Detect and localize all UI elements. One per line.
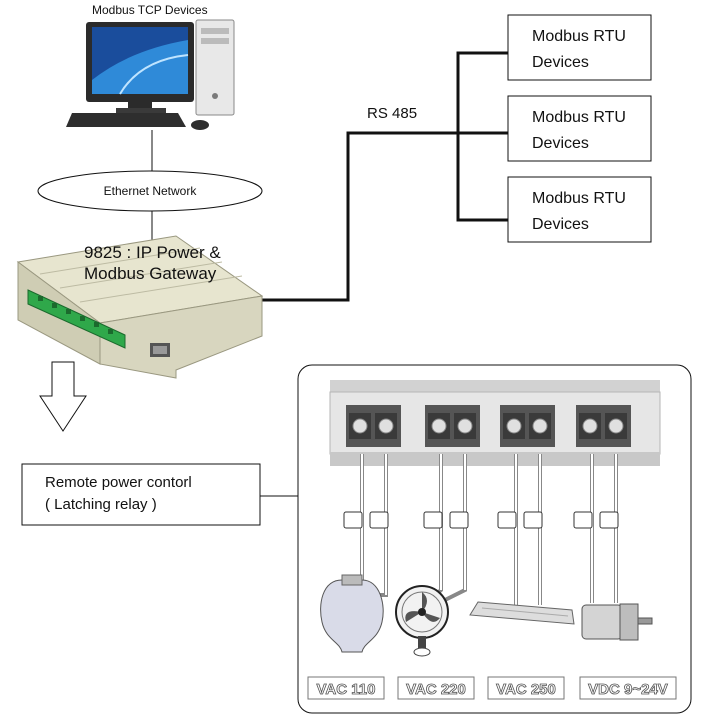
relay-terminal-panel: VAC 110 VAC 220 VAC 250 VDC 9~24V — [297, 364, 692, 714]
light-bulb-icon — [320, 574, 384, 653]
gateway-device-icon — [16, 235, 264, 379]
voltage-label-text: VDC 9~24V — [588, 681, 668, 698]
rtu-device-box: Modbus RTU Devices — [507, 95, 652, 162]
terminal-block — [576, 405, 631, 447]
rtu-device-label-line1: Modbus RTU — [532, 28, 626, 45]
voltage-label: VDC 9~24V — [579, 676, 677, 700]
remote-power-box: Remote power contorl ( Latching relay ) — [21, 463, 261, 526]
ethernet-network-label: Ethernet Network — [104, 184, 198, 198]
voltage-label-text: VAC 220 — [406, 681, 466, 698]
voltage-label-text: VAC 110 — [317, 681, 376, 698]
terminal-block — [346, 405, 401, 447]
rtu-device-box: Modbus RTU Devices — [507, 176, 652, 243]
rs485-label: RS 485 — [367, 105, 417, 122]
rtu-device-label-line2: Devices — [532, 216, 589, 233]
voltage-label: VAC 220 — [397, 676, 475, 700]
gateway-label-line1: 9825 : IP Power & — [84, 243, 221, 262]
fan-icon — [395, 585, 449, 657]
lamp-tube-icon — [469, 601, 575, 625]
rtu-device-label-line1: Modbus RTU — [532, 109, 626, 126]
motor-icon — [581, 603, 653, 641]
terminal-block — [425, 405, 480, 447]
remote-power-label-line2: ( Latching relay ) — [45, 496, 157, 513]
plug-connector-icon — [343, 511, 619, 529]
down-arrow-icon — [39, 361, 87, 432]
pc-label: Modbus TCP Devices — [92, 3, 208, 17]
voltage-label-text: VAC 250 — [496, 681, 556, 698]
voltage-label: VAC 250 — [487, 676, 565, 700]
connector-lines — [151, 51, 508, 497]
remote-power-label-line1: Remote power contorl — [45, 474, 192, 491]
ethernet-network-ellipse — [37, 170, 263, 212]
rtu-device-label-line2: Devices — [532, 135, 589, 152]
rtu-device-box: Modbus RTU Devices — [507, 14, 652, 81]
rtu-device-label-line1: Modbus RTU — [532, 190, 626, 207]
gateway-label-line2: Modbus Gateway — [84, 264, 217, 283]
terminal-block — [500, 405, 555, 447]
voltage-label: VAC 110 — [307, 676, 385, 700]
rtu-device-label-line2: Devices — [532, 54, 589, 71]
computer-icon — [66, 19, 235, 130]
